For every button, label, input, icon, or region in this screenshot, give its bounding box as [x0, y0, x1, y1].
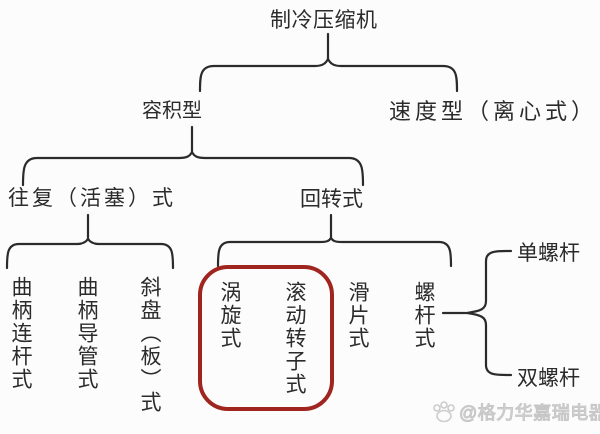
node-root: 制冷压缩机	[270, 9, 378, 32]
node-reciprocating: 往复（活塞）式	[8, 187, 176, 210]
watermark: @格力华嘉瑞电器	[431, 399, 600, 425]
node-volumetric: 容积型	[142, 100, 202, 122]
node-twin-screw: 双螺杆	[517, 367, 580, 390]
node-velocity: 速度型（离心式）	[389, 99, 598, 124]
paw-icon	[433, 401, 455, 423]
node-scroll: 涡旋式	[218, 281, 242, 350]
brace-reciprocating	[5, 237, 175, 270]
brace-screw	[465, 249, 513, 377]
node-single-screw: 单螺杆	[517, 242, 580, 265]
node-screw: 螺杆式	[412, 281, 436, 350]
brace-level1	[198, 57, 459, 93]
node-rotary: 回转式	[300, 188, 363, 211]
brace-rotary	[216, 236, 453, 268]
brace-volumetric	[21, 150, 365, 187]
node-sliding-vane: 滑片式	[346, 281, 370, 350]
node-swash-plate: 斜盘（板）式	[138, 276, 162, 414]
highlight-box	[198, 265, 334, 411]
node-rolling-rotor: 滚动转子式	[283, 281, 307, 396]
node-crank-connecting-rod: 曲柄连杆式	[9, 276, 33, 391]
node-crank-guide-tube: 曲柄导管式	[75, 276, 99, 391]
watermark-text: @格力华嘉瑞电器	[458, 403, 600, 424]
